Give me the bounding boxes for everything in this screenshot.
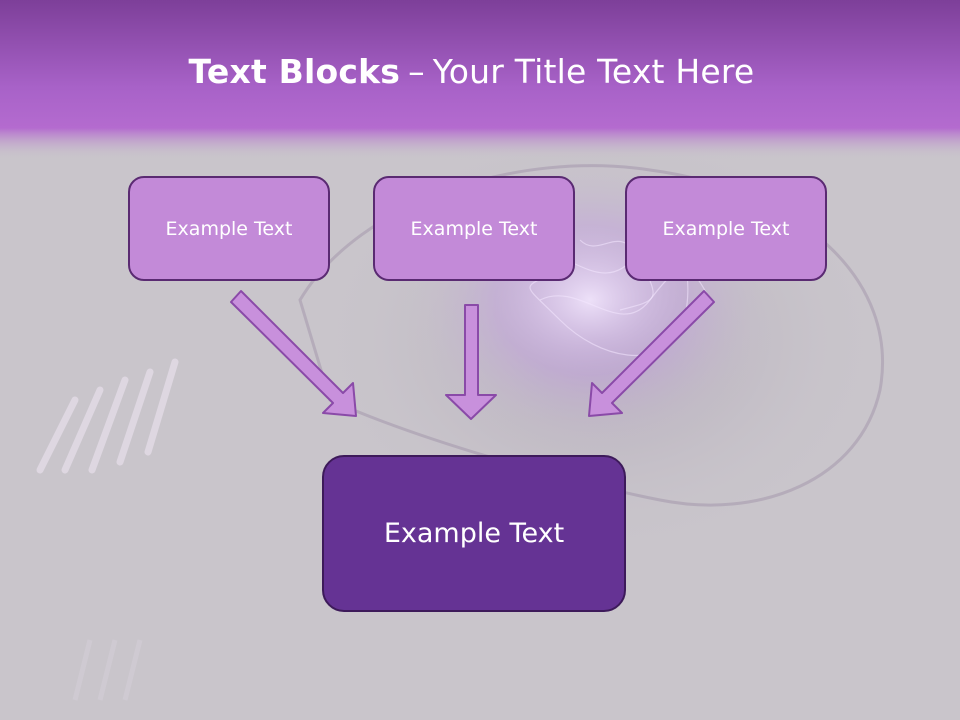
arrow-middle-down — [445, 304, 497, 420]
title-rest-part: Your Title Text Here — [432, 52, 755, 91]
top-text-block-1-label: Example Text — [165, 217, 293, 240]
bottom-text-block-label: Example Text — [383, 518, 565, 549]
top-text-block-3: Example Text — [625, 176, 827, 281]
top-text-block-3-label: Example Text — [662, 217, 790, 240]
bottom-text-block: Example Text — [322, 455, 626, 612]
top-text-block-1: Example Text — [128, 176, 330, 281]
title-separator: – — [408, 52, 425, 91]
top-text-block-2: Example Text — [373, 176, 575, 281]
slide-title: Text Blocks–Your Title Text Here — [0, 52, 943, 91]
title-bold-part: Text Blocks — [188, 52, 401, 91]
arrow-left-down-right — [230, 290, 357, 417]
top-text-block-2-label: Example Text — [410, 217, 538, 240]
arrow-right-down-left — [588, 290, 715, 417]
